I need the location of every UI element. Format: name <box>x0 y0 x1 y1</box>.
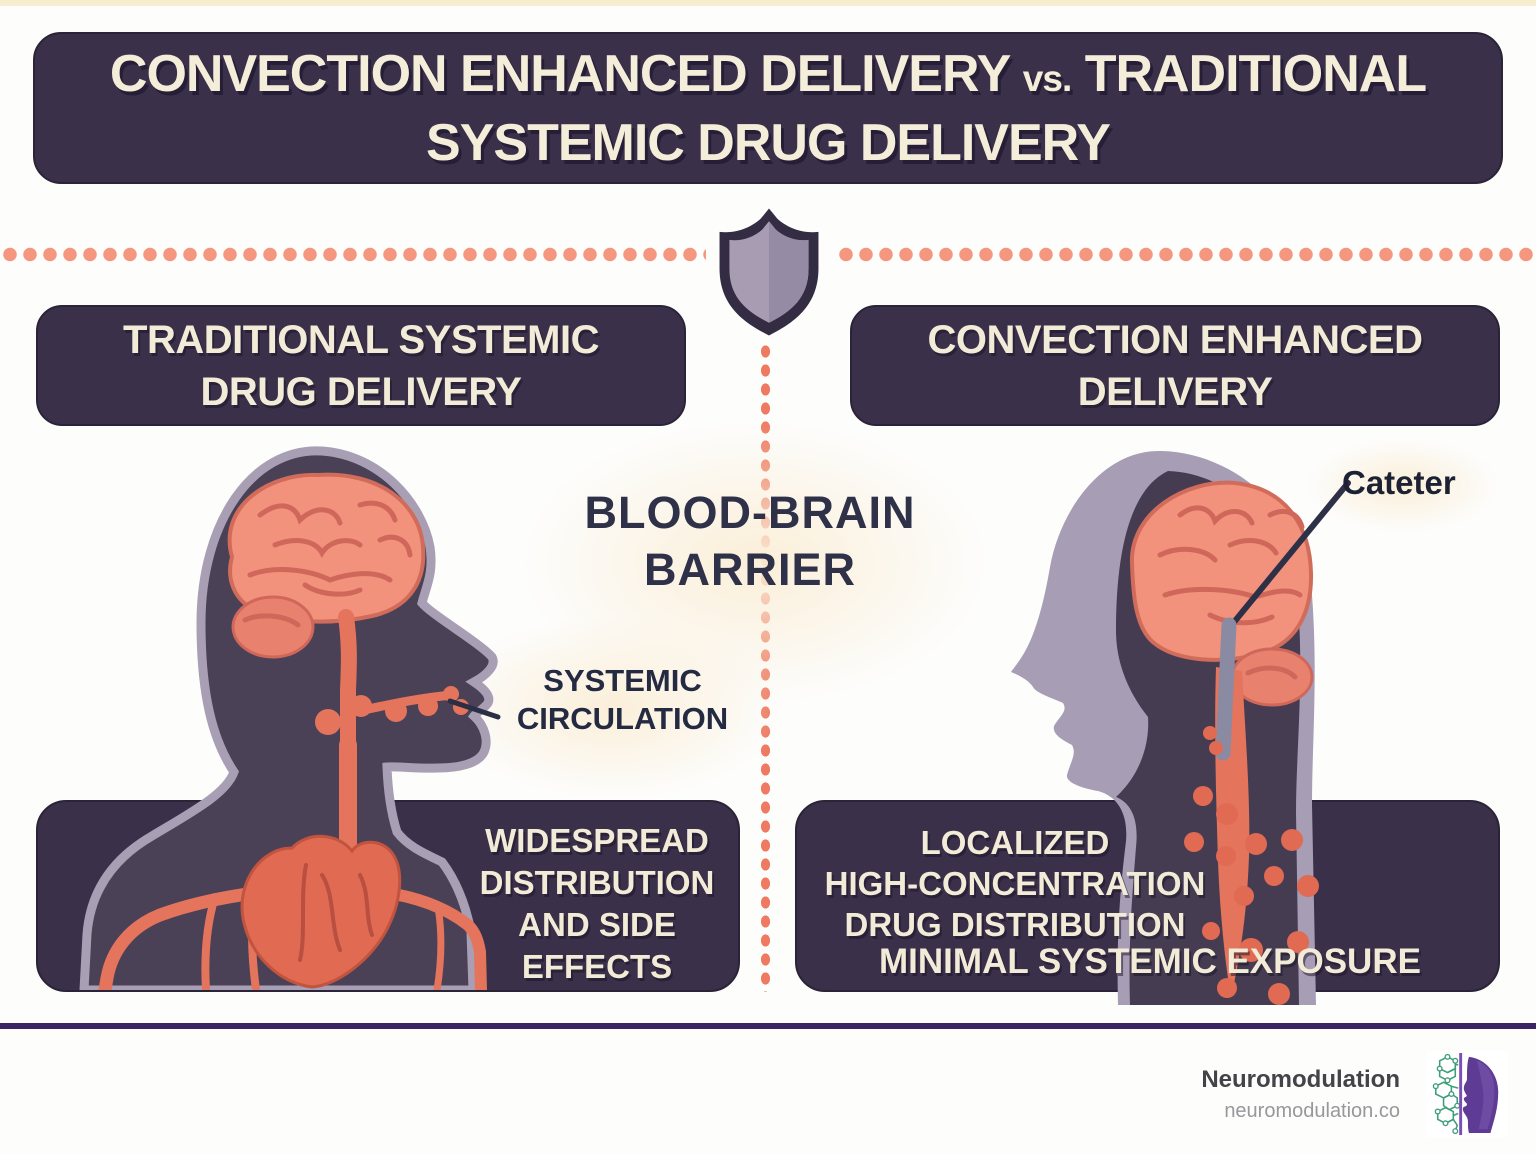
left-outcome-line: DISTRIBUTION <box>479 864 715 901</box>
circulation-pointer <box>447 698 501 720</box>
dotted-line-left <box>0 247 706 262</box>
heart-creases <box>298 863 374 962</box>
face-highlight <box>1476 1060 1495 1130</box>
left-cerebellum <box>231 595 315 659</box>
right-header-line-1: CONVECTION ENHANCED <box>927 317 1423 362</box>
right-outcome-line: HIGH-CONCENTRATION <box>824 865 1206 902</box>
catheter-label: Cateter <box>1342 464 1456 501</box>
footer-divider <box>0 1023 1536 1029</box>
left-outcome-line: WIDESPREAD <box>485 822 709 859</box>
left-outcome-line: AND SIDE <box>518 906 676 943</box>
catheter-tube <box>1215 617 1237 761</box>
right-outcome-line: DRUG DISTRIBUTION <box>844 906 1186 943</box>
catheter-halo <box>1305 438 1500 533</box>
left-outcome-text: WIDESPREAD DISTRIBUTION AND SIDE EFFECTS <box>447 820 747 988</box>
right-brain <box>1129 480 1314 662</box>
left-body-illustration <box>79 446 501 990</box>
right-outcome-text: LOCALIZED HIGH-CONCENTRATION DRUG DISTRI… <box>820 822 1210 945</box>
catheter-line <box>1227 480 1351 630</box>
right-outcome-emphasis: MINIMAL SYSTEMIC EXPOSURE <box>879 942 1421 981</box>
title-line-2: SYSTEMIC DRUG DELIVERY <box>426 113 1111 172</box>
shield-icon-svg <box>719 208 819 336</box>
right-panel-header: CONVECTION ENHANCED DELIVERY <box>850 305 1500 426</box>
dotted-line-right <box>836 247 1536 262</box>
circulation-halo <box>440 615 785 800</box>
title-vs: vs. <box>1022 57 1072 99</box>
neuromodulation-logo <box>1426 1050 1508 1138</box>
blood-brain-barrier-label: BLOOD-BRAIN BARRIER <box>560 484 940 598</box>
left-header-line-2: DRUG DELIVERY <box>200 369 522 414</box>
barrier-line-1: BLOOD-BRAIN <box>584 487 916 538</box>
right-cerebellum <box>1230 647 1314 707</box>
left-panel-header: TRADITIONAL SYSTEMIC DRUG DELIVERY <box>36 305 686 426</box>
top-border-strip <box>0 0 1536 6</box>
right-header-line-2: DELIVERY <box>1077 369 1273 414</box>
shield-icon <box>713 206 825 338</box>
title-banner: CONVECTION ENHANCED DELIVERY vs. TRADITI… <box>33 32 1503 184</box>
left-outcome-line: EFFECTS <box>521 948 673 985</box>
systemic-circulation-label: SYSTEMIC CIRCULATION <box>495 662 750 738</box>
title-end: TRADITIONAL <box>1084 44 1427 103</box>
title-line-1: CONVECTION ENHANCED DELIVERY vs. TRADITI… <box>109 42 1427 111</box>
brain-folds <box>242 500 413 628</box>
drug-dots <box>1184 726 1319 1005</box>
logo-svg <box>1426 1051 1508 1137</box>
left-header-line-1: TRADITIONAL SYSTEMIC <box>123 317 599 362</box>
title-main: CONVECTION ENHANCED DELIVERY <box>109 44 1010 103</box>
brand-website: neuromodulation.co <box>1224 1100 1400 1122</box>
barrier-line-2: BARRIER <box>643 544 856 595</box>
circulation-line-2: CIRCULATION <box>516 701 729 736</box>
circulation-line-1: SYSTEMIC <box>543 663 702 698</box>
right-head-illustration <box>1011 450 1351 1005</box>
molecule-nodes <box>1432 1053 1461 1135</box>
brand-name: Neuromodulation <box>1201 1066 1400 1093</box>
right-outcome-line: LOCALIZED <box>920 824 1110 861</box>
